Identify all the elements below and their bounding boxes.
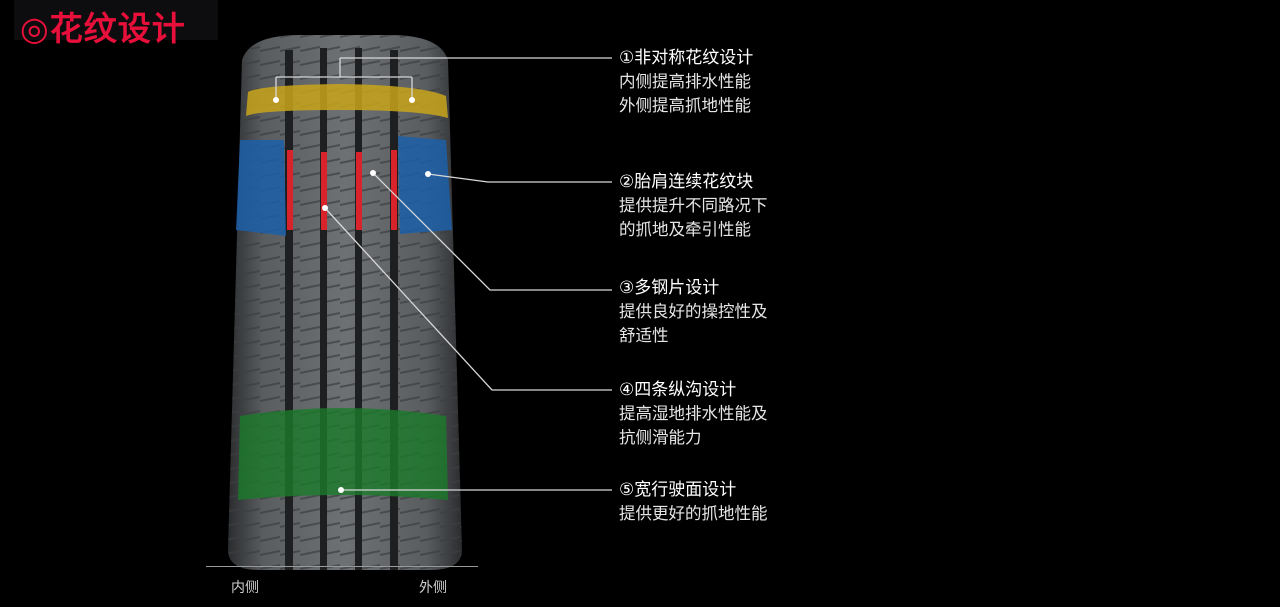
feature-line: 提高湿地排水性能及: [619, 404, 768, 423]
ground-line: [206, 566, 478, 567]
feature-line: 内侧提高排水性能: [619, 72, 751, 91]
feature-heading: ⑤宽行驶面设计: [619, 480, 737, 500]
feature-5: ⑤宽行驶面设计 提供更好的抓地性能: [619, 478, 768, 526]
feature-heading: ②胎肩连续花纹块: [619, 172, 754, 192]
zone-red-2: [321, 152, 327, 230]
zone-red-3: [356, 152, 362, 230]
feature-line: 提供提升不同路况下: [619, 196, 768, 215]
feature-1: ①非对称花纹设计 内侧提高排水性能 外侧提高抓地性能: [619, 46, 753, 118]
feature-2: ②胎肩连续花纹块 提供提升不同路况下 的抓地及牵引性能: [619, 170, 768, 242]
groove-2: [320, 48, 327, 570]
zone-blue-left: [236, 140, 286, 236]
tire-graphic: [228, 35, 462, 570]
groove-4: [390, 50, 398, 570]
groove-3: [355, 48, 362, 570]
feature-line: 抗侧滑能力: [619, 428, 702, 447]
tire-illustration: [200, 30, 490, 575]
feature-line: 外侧提高抓地性能: [619, 96, 751, 115]
zone-blue-right: [398, 136, 452, 234]
feature-3: ③多钢片设计 提供良好的操控性及 舒适性: [619, 276, 768, 348]
feature-line: 的抓地及牵引性能: [619, 220, 751, 239]
feature-line: 提供更好的抓地性能: [619, 504, 768, 523]
feature-heading: ①非对称花纹设计: [619, 48, 754, 68]
zone-green: [238, 408, 448, 500]
title-background: [14, 0, 218, 40]
groove-1: [285, 50, 293, 570]
feature-heading: ④四条纵沟设计: [619, 380, 737, 400]
zone-red-1: [287, 150, 293, 230]
zone-red-4: [391, 150, 397, 230]
outer-side-label: 外侧: [419, 580, 447, 596]
page-title: ◎花纹设计: [20, 9, 186, 48]
zone-yellow: [246, 84, 448, 118]
feature-heading: ③多钢片设计: [619, 278, 720, 298]
feature-line: 舒适性: [619, 326, 669, 345]
inner-side-label: 内侧: [231, 580, 259, 596]
feature-line: 提供良好的操控性及: [619, 302, 768, 321]
feature-4: ④四条纵沟设计 提高湿地排水性能及 抗侧滑能力: [619, 378, 768, 450]
